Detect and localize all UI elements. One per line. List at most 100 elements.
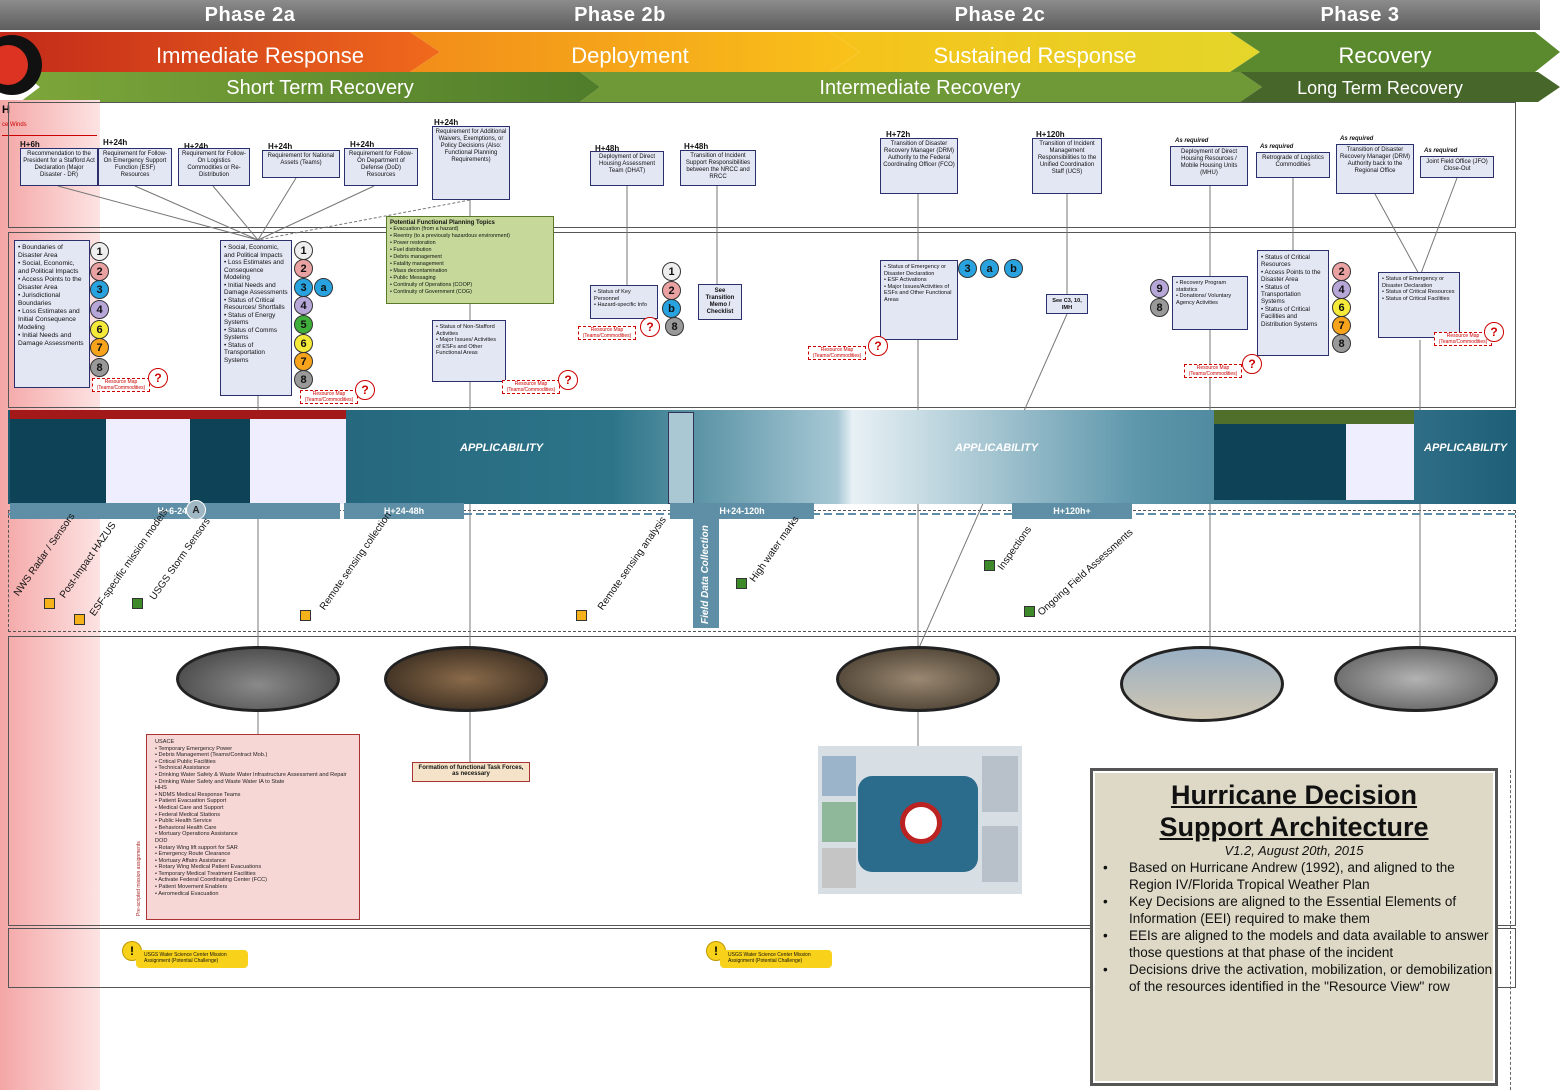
- time-h24-d: H+24h: [350, 140, 375, 149]
- model-circle-4f: 4: [1332, 280, 1351, 299]
- planning-topics-list: • Evacuation (from a hazard) • Reentry (…: [390, 226, 510, 295]
- resource-map-tag-4[interactable]: Resource Map (Teams/Commodities): [578, 326, 636, 340]
- model-circle-5b: 5: [294, 315, 313, 334]
- warning-tag-2[interactable]: USGS Water Science Center Mission Assign…: [720, 950, 832, 968]
- decision-mhu: Deployment of Direct Housing Resources /…: [1170, 146, 1248, 186]
- decision-dhat: Deployment of Direct Housing Assessment …: [590, 151, 664, 186]
- warning-tag-1[interactable]: USGS Water Science Center Mission Assign…: [136, 950, 248, 968]
- sensor-square-3: [132, 598, 143, 609]
- deployment-label: Deployment: [571, 43, 689, 68]
- phase-header-bar: [0, 0, 1540, 30]
- model-table-3-right: [1346, 424, 1414, 500]
- hurricane-winds-label: ce Winds: [2, 122, 27, 128]
- resource-map-tag-5[interactable]: Resource Map (Teams/Commodities): [808, 346, 866, 360]
- challenge-row: [8, 928, 1516, 988]
- resource-map-tag-1[interactable]: Resource Map (Teams/Commodities): [92, 378, 150, 392]
- resource-map-tag-2[interactable]: Resource Map (Teams/Commodities): [300, 390, 358, 404]
- model-circle-4b: 4: [294, 296, 313, 315]
- decision-esf-resources: Requirement for Follow-On Emergency Supp…: [98, 148, 172, 186]
- eei-list-4: • Status of Key Personnel • Hazard-speci…: [590, 285, 658, 319]
- time-band-120-plus: H+120h+: [1012, 503, 1132, 519]
- sensor-square-7: [984, 560, 995, 571]
- model-circle-7b: 7: [294, 352, 313, 371]
- decision-waivers: Requirement for Additional Waivers, Exem…: [432, 126, 510, 200]
- resource-map-tag-3[interactable]: Resource Map (Teams/Commodities): [502, 380, 560, 394]
- version-line: V1.2, August 20th, 2015: [1224, 843, 1364, 858]
- decision-stafford-declaration: Recommendation to the President for a St…: [20, 148, 98, 186]
- eei-list-3: • Status of Non-Stafford Activities • Ma…: [432, 320, 506, 382]
- short-term-recovery-label: Short Term Recovery: [226, 76, 414, 99]
- photo-coordination-room: [836, 646, 1000, 712]
- planning-topics-box: Potential Functional Planning Topics • E…: [386, 216, 554, 304]
- title-bullet-4: •Decisions drive the activation, mobiliz…: [1103, 962, 1493, 994]
- pre-scripted-side-label: Pre-scripted mission assignments: [136, 841, 142, 916]
- question-icon-1[interactable]: ?: [148, 368, 168, 388]
- model-circle-2f: 2: [1332, 262, 1351, 281]
- model-circle-9e: 9: [1150, 279, 1169, 298]
- recovery-label: Recovery: [1338, 43, 1432, 68]
- time-as-required-1: As required: [1175, 138, 1209, 144]
- title-line-1: Hurricane Decision: [1170, 780, 1418, 810]
- time-as-required-3: As required: [1340, 136, 1374, 142]
- eei-list-9: • Status of Critical Resources • Access …: [1257, 250, 1329, 356]
- time-h48-a: H+48h: [595, 144, 620, 153]
- applicability-label-3: APPLICABILITY: [1424, 442, 1508, 454]
- phase-arrows-graphic: [0, 32, 1560, 102]
- eei-list-10: • Status of Emergency or Disaster Declar…: [1378, 272, 1460, 338]
- eei-list-1: • Boundaries of Disaster Area • Social, …: [14, 240, 90, 388]
- photo-mobile-housing: [1120, 646, 1284, 722]
- time-band-6-24: H+6-24h: [10, 503, 340, 519]
- time-h24-b: H+24h: [184, 142, 209, 151]
- time-h120: H+120h: [1036, 130, 1065, 139]
- model-circle-6b: 6: [294, 334, 313, 353]
- title-bullet-2: •Key Decisions are aligned to the Essent…: [1103, 894, 1457, 926]
- model-circle-3d: 3: [958, 259, 977, 278]
- time-h24-c: H+24h: [268, 142, 293, 151]
- model-circle-1: 1: [90, 242, 109, 261]
- photo-aircraft-cargo: [176, 646, 340, 712]
- model-table-2-right: [250, 419, 346, 504]
- phase-2a-label: Phase 2a: [204, 4, 296, 26]
- question-icon-7[interactable]: ?: [1484, 322, 1504, 342]
- decision-logistics-commodities: Requirement for Follow-On Logistics Comm…: [178, 148, 250, 186]
- question-icon-4[interactable]: ?: [640, 317, 660, 337]
- decision-retrograde: Retrograde of Logistics Commodities: [1256, 152, 1330, 178]
- model-circle-1b: 1: [294, 241, 313, 260]
- sensor-square-8: [1024, 606, 1035, 617]
- immediate-response-label: Immediate Response: [156, 43, 364, 68]
- model-circle-4: 4: [90, 300, 109, 319]
- sensor-square-4: [300, 610, 311, 621]
- decision-national-assets: Requirement for National Assets (Teams): [262, 150, 340, 178]
- time-band-24-48: H+24-48h: [344, 503, 464, 519]
- model-circle-6f: 6: [1332, 298, 1351, 317]
- right-guide-line: [1510, 770, 1511, 1090]
- task-force-box: Formation of functional Task Forces, as …: [412, 762, 530, 782]
- immediate-response-arrow-shape: [0, 32, 440, 72]
- resource-map-tag-7[interactable]: Resource Map (Teams/Commodities): [1434, 332, 1492, 346]
- applicability-separator: [668, 412, 694, 504]
- question-icon-3[interactable]: ?: [558, 370, 578, 390]
- intermediate-arrow-shape: [580, 72, 1262, 102]
- sensor-square-5: [576, 610, 587, 621]
- sensor-square-1: [44, 598, 55, 609]
- long-term-recovery-label: Long Term Recovery: [1297, 77, 1463, 98]
- model-circle-7f: 7: [1332, 316, 1351, 335]
- sensor-square-6: [736, 578, 747, 589]
- deployment-arrow-shape: [410, 32, 860, 72]
- resource-map-tag-6[interactable]: Resource Map (Teams/Commodities): [1184, 364, 1242, 378]
- time-as-required-2: As required: [1260, 144, 1294, 150]
- title-bullet-1: •Based on Hurricane Andrew (1992), and a…: [1103, 860, 1455, 892]
- decision-drm-to-fco: Transition of Disaster Recovery Manager …: [880, 138, 958, 194]
- eei-list-5: See Transition Memo / Checklist: [698, 284, 742, 320]
- title-bullet-3: •EEIs are aligned to the models and data…: [1103, 928, 1489, 960]
- question-icon-2[interactable]: ?: [355, 380, 375, 400]
- title-line-2: Support Architecture: [1159, 812, 1429, 842]
- question-icon-5[interactable]: ?: [868, 336, 888, 356]
- resource-row: [8, 636, 1516, 926]
- field-data-label: Field Data Collection: [700, 525, 711, 624]
- long-term-arrow-shape: [1240, 72, 1560, 102]
- phase-3-label: Phase 3: [1320, 4, 1400, 26]
- question-icon-6[interactable]: ?: [1242, 354, 1262, 374]
- phase-2b-label: Phase 2b: [574, 4, 666, 26]
